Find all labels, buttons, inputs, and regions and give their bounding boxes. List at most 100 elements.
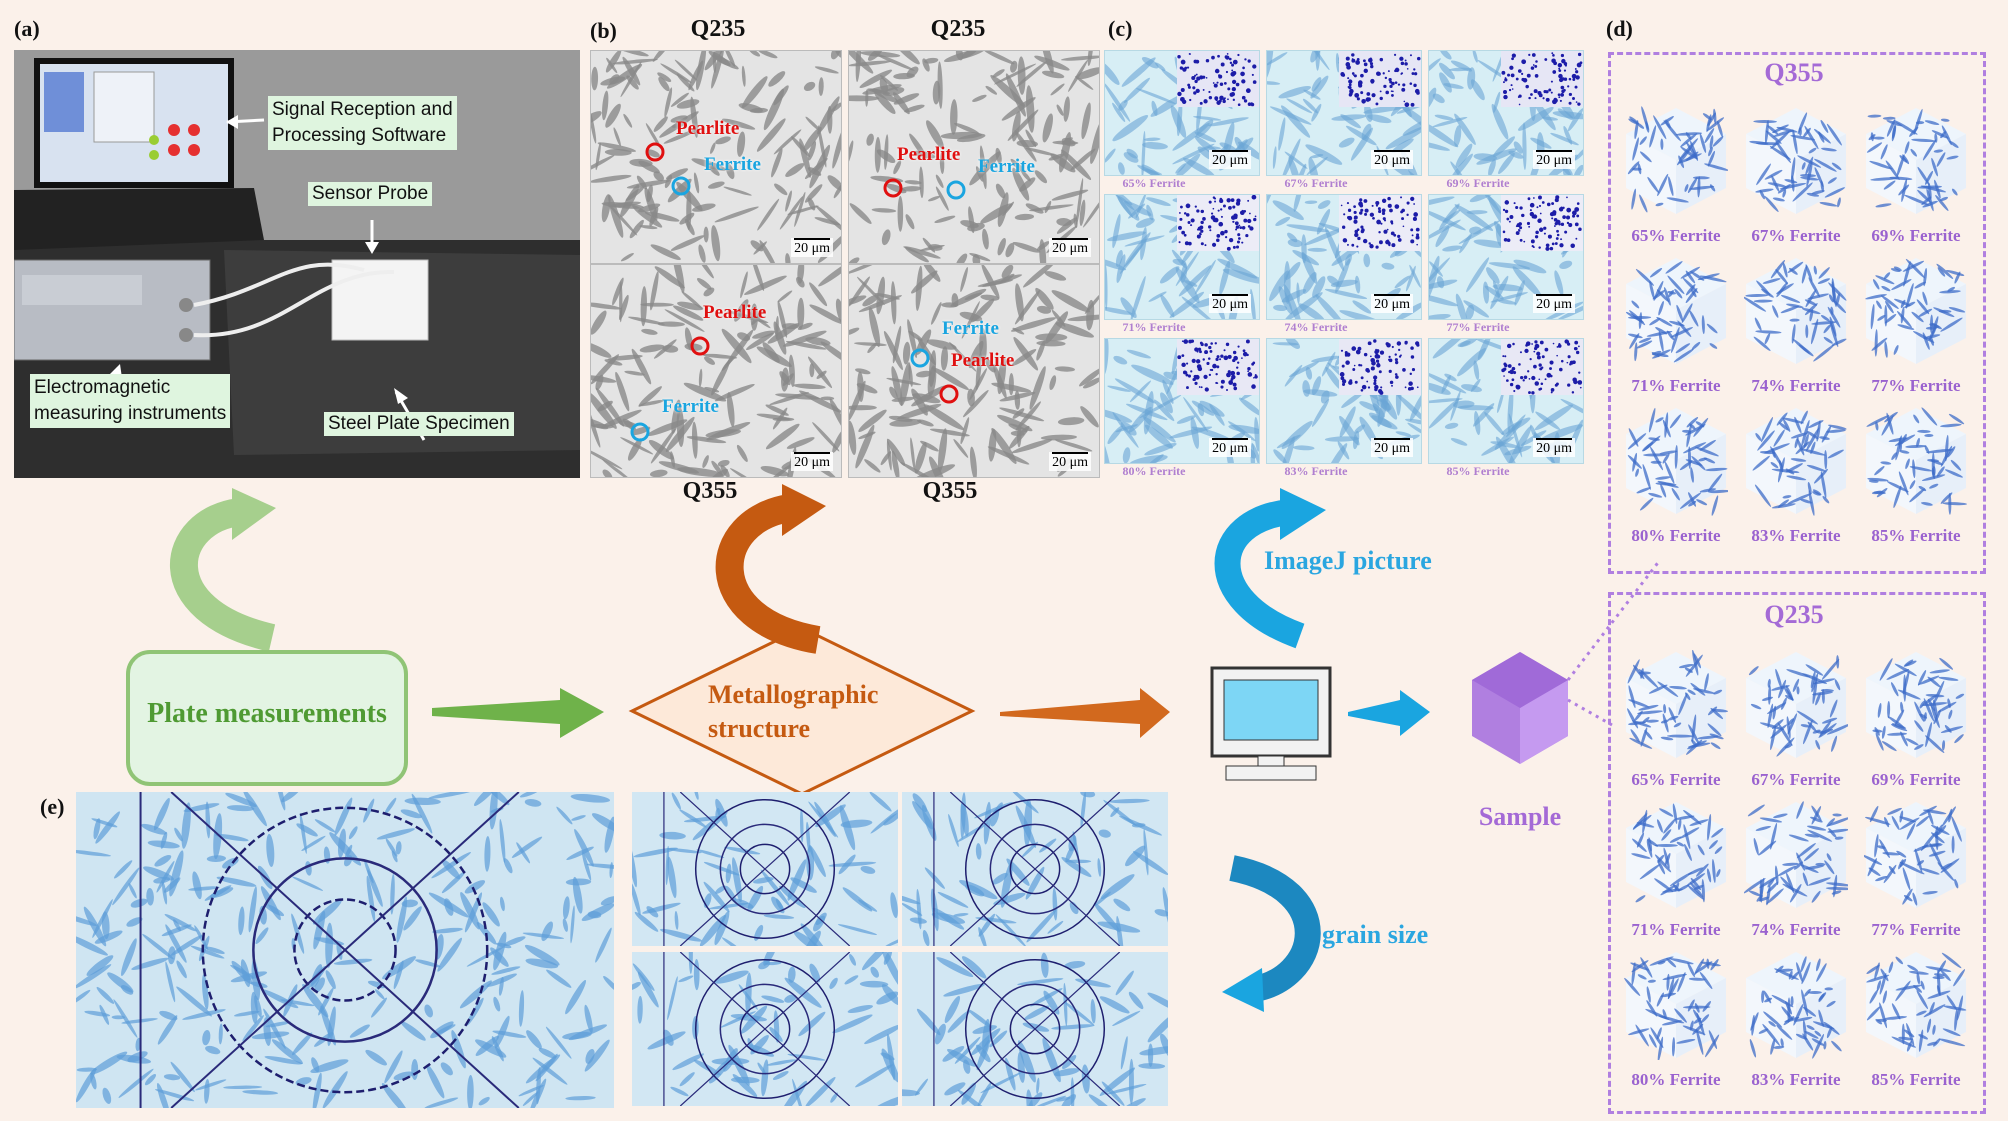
q355-cube-7 bbox=[1624, 406, 1728, 516]
grain-size-small-image-3 bbox=[632, 952, 898, 1106]
ferrite-label: Ferrite bbox=[942, 318, 999, 339]
grain-curved-arrow bbox=[1229, 855, 1321, 1003]
scale-bar: 20 μm bbox=[791, 452, 833, 471]
q355-cube-label: 71% Ferrite bbox=[1631, 376, 1721, 395]
lab-photo: Signal Reception and Processing Software… bbox=[14, 50, 580, 478]
q235-cube-4 bbox=[1624, 800, 1728, 910]
q235-cube-label: 83% Ferrite bbox=[1751, 1070, 1841, 1089]
scale-bar: 20 μm bbox=[1049, 238, 1091, 257]
imagej-tile-label: 85% Ferrite bbox=[1446, 464, 1510, 478]
panel-c-label: (c) bbox=[1108, 16, 1133, 41]
q235-cube-label: 80% Ferrite bbox=[1631, 1070, 1721, 1089]
q235-cube-label: 71% Ferrite bbox=[1631, 920, 1721, 939]
q235-title: Q235 bbox=[1764, 600, 1824, 629]
q355-cube-label: 65% Ferrite bbox=[1631, 226, 1721, 245]
q235-cube-label: 74% Ferrite bbox=[1751, 920, 1841, 939]
scale-bar: 20 μm bbox=[1533, 438, 1575, 457]
q235-cube-box bbox=[1608, 592, 1986, 1114]
q355-cube-label: 83% Ferrite bbox=[1751, 526, 1841, 545]
metallographic-label: Metallographic structure bbox=[708, 680, 879, 743]
q355-title: Q355 bbox=[1764, 58, 1824, 87]
orange-curved-arrow bbox=[715, 494, 821, 654]
grain-size-label: grain size bbox=[1322, 920, 1429, 949]
q235-cube-label: 77% Ferrite bbox=[1871, 920, 1961, 939]
to-sample-arrow bbox=[1348, 690, 1430, 736]
q355-cube-3 bbox=[1864, 106, 1968, 216]
imagej-tile-3: 20 μm bbox=[1428, 50, 1584, 176]
micrograph-4: 20 μm bbox=[848, 264, 1100, 478]
ferrite-label: Ferrite bbox=[978, 156, 1035, 177]
laptop-keyboard bbox=[14, 188, 264, 250]
q235-cube-label: 85% Ferrite bbox=[1871, 1070, 1961, 1089]
imagej-tile-label: 71% Ferrite bbox=[1122, 320, 1186, 334]
scale-bar: 20 μm bbox=[1533, 150, 1575, 169]
scale-bar: 20 μm bbox=[1371, 150, 1413, 169]
plate-box bbox=[126, 650, 408, 786]
imagej-tile-9: 20 μm bbox=[1428, 338, 1584, 464]
grade-top-left: Q235 bbox=[690, 16, 746, 42]
q235-cube-label: 69% Ferrite bbox=[1871, 770, 1961, 789]
imagej-tile-label: 80% Ferrite bbox=[1122, 464, 1186, 478]
scale-bar: 20 μm bbox=[1049, 452, 1091, 471]
green-curved-arrow bbox=[170, 498, 276, 652]
q235-cube-9 bbox=[1864, 950, 1968, 1060]
imagej-tile-label: 83% Ferrite bbox=[1284, 464, 1348, 478]
q235-cube-label: 67% Ferrite bbox=[1751, 770, 1841, 789]
imagej-tile-label: 67% Ferrite bbox=[1284, 176, 1348, 190]
q355-cube-label: 67% Ferrite bbox=[1751, 226, 1841, 245]
q355-cube-label: 77% Ferrite bbox=[1871, 376, 1961, 395]
imagej-tile-label: 69% Ferrite bbox=[1446, 176, 1510, 190]
q235-cube-7 bbox=[1624, 950, 1728, 1060]
q355-cube-2 bbox=[1744, 106, 1848, 216]
steel-plate-illustration bbox=[224, 250, 580, 455]
q355-cube-box bbox=[1608, 52, 1986, 574]
q355-cube-6 bbox=[1864, 256, 1968, 366]
scale-bar: 20 μm bbox=[1371, 294, 1413, 313]
q355-cube-8 bbox=[1744, 406, 1848, 516]
panel-d-label: (d) bbox=[1606, 16, 1633, 41]
micrograph-1: 20 μm bbox=[590, 50, 842, 264]
scale-bar: 20 μm bbox=[1209, 150, 1251, 169]
q235-cube-1 bbox=[1624, 650, 1728, 760]
imagej-tile-8: 20 μm bbox=[1266, 338, 1422, 464]
software-label: Signal Reception and Processing Software bbox=[268, 96, 457, 150]
micrograph-2: 20 μm bbox=[848, 50, 1100, 264]
connector-q235 bbox=[1567, 698, 1613, 727]
sample-label: Sample bbox=[1478, 802, 1562, 831]
connector-q355 bbox=[1566, 559, 1662, 681]
q235-cube-3 bbox=[1864, 650, 1968, 760]
grain-size-small-image-4 bbox=[902, 952, 1168, 1106]
q355-cube-1 bbox=[1624, 106, 1728, 216]
scale-bar: 20 μm bbox=[1533, 294, 1575, 313]
q355-cube-label: 85% Ferrite bbox=[1871, 526, 1961, 545]
computer-keyboard bbox=[1225, 765, 1317, 781]
imagej-tile-label: 77% Ferrite bbox=[1446, 320, 1510, 334]
q235-cube-label: 65% Ferrite bbox=[1631, 770, 1721, 789]
ferrite-label: Ferrite bbox=[662, 396, 719, 417]
instrument-label: Electromagnetic measuring instruments bbox=[30, 374, 231, 428]
q355-cube-label: 69% Ferrite bbox=[1871, 226, 1961, 245]
grade-bottom-right: Q355 bbox=[922, 478, 978, 504]
imagej-label: ImageJ picture bbox=[1264, 546, 1432, 575]
q355-cube-label: 80% Ferrite bbox=[1631, 526, 1721, 545]
q355-cube-5 bbox=[1744, 256, 1848, 366]
imagej-curved-arrow bbox=[1214, 499, 1305, 649]
computer-screen bbox=[1223, 679, 1319, 741]
q355-cube-9 bbox=[1864, 406, 1968, 516]
grain-size-small-image-2 bbox=[902, 792, 1168, 946]
scale-bar: 20 μm bbox=[1371, 438, 1413, 457]
q235-cube-2 bbox=[1744, 650, 1848, 760]
scale-bar: 20 μm bbox=[791, 238, 833, 257]
green-straight-arrow bbox=[432, 688, 604, 738]
q235-cube-5 bbox=[1744, 800, 1848, 910]
imagej-tile-6: 20 μm bbox=[1428, 194, 1584, 320]
imagej-tile-1: 20 μm bbox=[1104, 50, 1260, 176]
q355-cube-4 bbox=[1624, 256, 1728, 366]
imagej-tile-label: 65% Ferrite bbox=[1122, 176, 1186, 190]
imagej-tile-4: 20 μm bbox=[1104, 194, 1260, 320]
probe-label: Sensor Probe bbox=[308, 182, 433, 206]
grain-size-large-image bbox=[76, 792, 614, 1108]
panel-a-label: (a) bbox=[14, 16, 40, 41]
imagej-tile-2: 20 μm bbox=[1266, 50, 1422, 176]
